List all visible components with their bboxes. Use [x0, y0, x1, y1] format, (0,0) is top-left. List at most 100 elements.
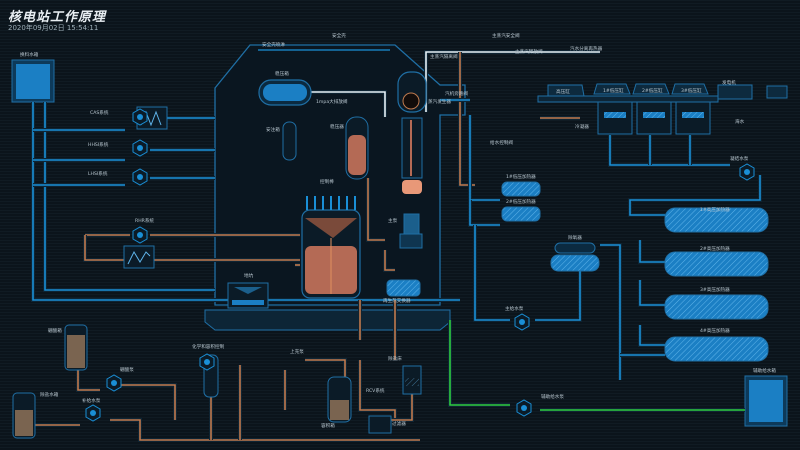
- pipe: [32, 102, 460, 301]
- reactor-vessel: [301, 196, 361, 299]
- accumulator: [282, 121, 297, 161]
- pipe: [639, 325, 665, 346]
- label-cas-pump: CAS系统: [90, 109, 109, 116]
- label-generator: 发电机: [722, 79, 736, 86]
- label-boric-tank: 硼酸箱: [48, 327, 62, 334]
- label-lp-turbine-2: 2#低压缸: [642, 87, 663, 94]
- hp-heater: [664, 251, 769, 277]
- label-aux-feed-pump: 辅助给水泵: [541, 393, 564, 400]
- pipe-casing: [638, 240, 665, 264]
- label-hp-turbine: 高压缸: [556, 88, 570, 95]
- label-hp-heater-1: 1#高压加热器: [700, 206, 730, 213]
- label-turbine-bypass: 汽机旁路阀: [445, 90, 468, 97]
- pipe: [535, 265, 581, 321]
- pipe: [639, 240, 665, 263]
- label-condensate-pump: 凝结水泵: [730, 155, 749, 162]
- label-pit: 地坑: [244, 272, 254, 279]
- pump-rotor: [137, 145, 143, 151]
- pipe: [609, 135, 730, 166]
- main-pump: [399, 213, 423, 249]
- pipe-casing: [305, 358, 347, 377]
- pipe-casing: [638, 280, 665, 307]
- pipe-casing: [608, 135, 730, 167]
- pump-rotor: [744, 169, 750, 175]
- label-rhr-pump: RHR系统: [135, 217, 154, 224]
- pipe-network: [31, 50, 762, 442]
- pipe: [384, 250, 395, 271]
- label-main-steam-safety: 主蒸汽安全阀: [492, 32, 520, 39]
- demineralizer: [402, 365, 422, 395]
- pump-rotor: [519, 319, 525, 325]
- condensers: [597, 101, 711, 135]
- label-containment-spray: 安全壳喷淋: [262, 41, 285, 48]
- pressurizer: [345, 116, 369, 180]
- label-chem-control: 化学和容积控制: [192, 343, 225, 350]
- datetime: 2020年09月02日 15:54:11: [8, 24, 99, 32]
- label-refuel-tank: 换料水箱: [20, 51, 39, 58]
- regen-heat-exchanger: [386, 279, 421, 297]
- turbine-set: [537, 83, 788, 103]
- pipe: [305, 359, 346, 377]
- pipe: [459, 52, 475, 186]
- volume-control-tank: [327, 376, 352, 423]
- pipe: [367, 178, 385, 241]
- pump-rotor: [137, 232, 143, 238]
- steam-generator: [397, 71, 427, 194]
- pipe: [469, 115, 500, 201]
- pump-rotor: [111, 380, 117, 386]
- filter: [368, 415, 392, 434]
- pipe-casing: [468, 115, 500, 202]
- label-main-pump: 主泵: [388, 217, 398, 224]
- label-containment: 安全壳: [332, 32, 346, 39]
- label-demin-tank: 除盐水箱: [40, 391, 59, 398]
- pump-rotor: [137, 114, 143, 120]
- pipe-casing: [468, 200, 500, 227]
- label-moisture-separator: 汽水分离再热器: [570, 45, 603, 52]
- pipe: [110, 419, 420, 441]
- label-hp-heater-2: 2#高压加热器: [700, 245, 730, 252]
- label-pressurizer: 稳压器: [330, 123, 344, 130]
- label-feedwater-control: 给水控制阀: [490, 139, 513, 146]
- hp-heater: [664, 207, 769, 233]
- label-steam-tank: 稳压箱: [275, 70, 289, 77]
- pipe-casing: [448, 320, 510, 407]
- label-control-rod: 控制棒: [320, 178, 334, 185]
- label-lp-turbine-3: 3#低压缸: [681, 87, 702, 94]
- labels: 换料水箱安全壳喷淋安全壳稳压箱1mpa大排放阀安注箱稳压器控制棒蒸汽发生器主泵再…: [20, 32, 776, 429]
- condenser-tube: [604, 112, 626, 118]
- pipe: [474, 225, 510, 321]
- label-condenser: 冷凝器: [575, 123, 589, 130]
- label-regen-hx: 再生热交换器: [383, 297, 411, 304]
- pipe-casing: [535, 265, 582, 322]
- pipe: [311, 91, 386, 117]
- pipe: [600, 244, 621, 380]
- label-charging-pump: 上充泵: [290, 348, 304, 355]
- pump-rotor: [137, 174, 143, 180]
- label-hp-heater-3: 3#高压加热器: [700, 286, 730, 293]
- label-hhsi-pump: HHSI系统: [88, 141, 109, 148]
- pipe-casing: [600, 243, 622, 380]
- hp-heater: [664, 336, 769, 362]
- label-deaerator: 除氧器: [568, 234, 582, 241]
- pump-rotor: [204, 359, 210, 365]
- boric-tank: [64, 324, 88, 371]
- label-boric-pump: 硼酸泵: [120, 366, 134, 373]
- steam-tank: [258, 79, 312, 106]
- label-lp-heater-2: 2#低压加热器: [506, 198, 536, 205]
- control-rods: [306, 196, 356, 210]
- pipe: [449, 320, 510, 406]
- pumps: [85, 108, 755, 422]
- demin-tank: [12, 392, 36, 439]
- label-filter: 过滤器: [392, 420, 406, 427]
- page-title: 核电站工作原理: [8, 10, 107, 25]
- label-steam-generator: 蒸汽发生器: [428, 98, 451, 105]
- label-relief-valve: 1mpa大排放阀: [316, 98, 348, 105]
- pipe: [77, 370, 100, 391]
- label-lhsi-pump: LHSI系统: [88, 170, 108, 177]
- label-hp-heater-4: 4#高压加热器: [700, 327, 730, 334]
- pipe: [359, 360, 396, 420]
- label-main-steam-isolation: 主蒸汽隔离阀: [430, 53, 458, 60]
- label-lp-turbine-1: 1#低压缸: [603, 87, 624, 94]
- hp-heater: [664, 294, 769, 320]
